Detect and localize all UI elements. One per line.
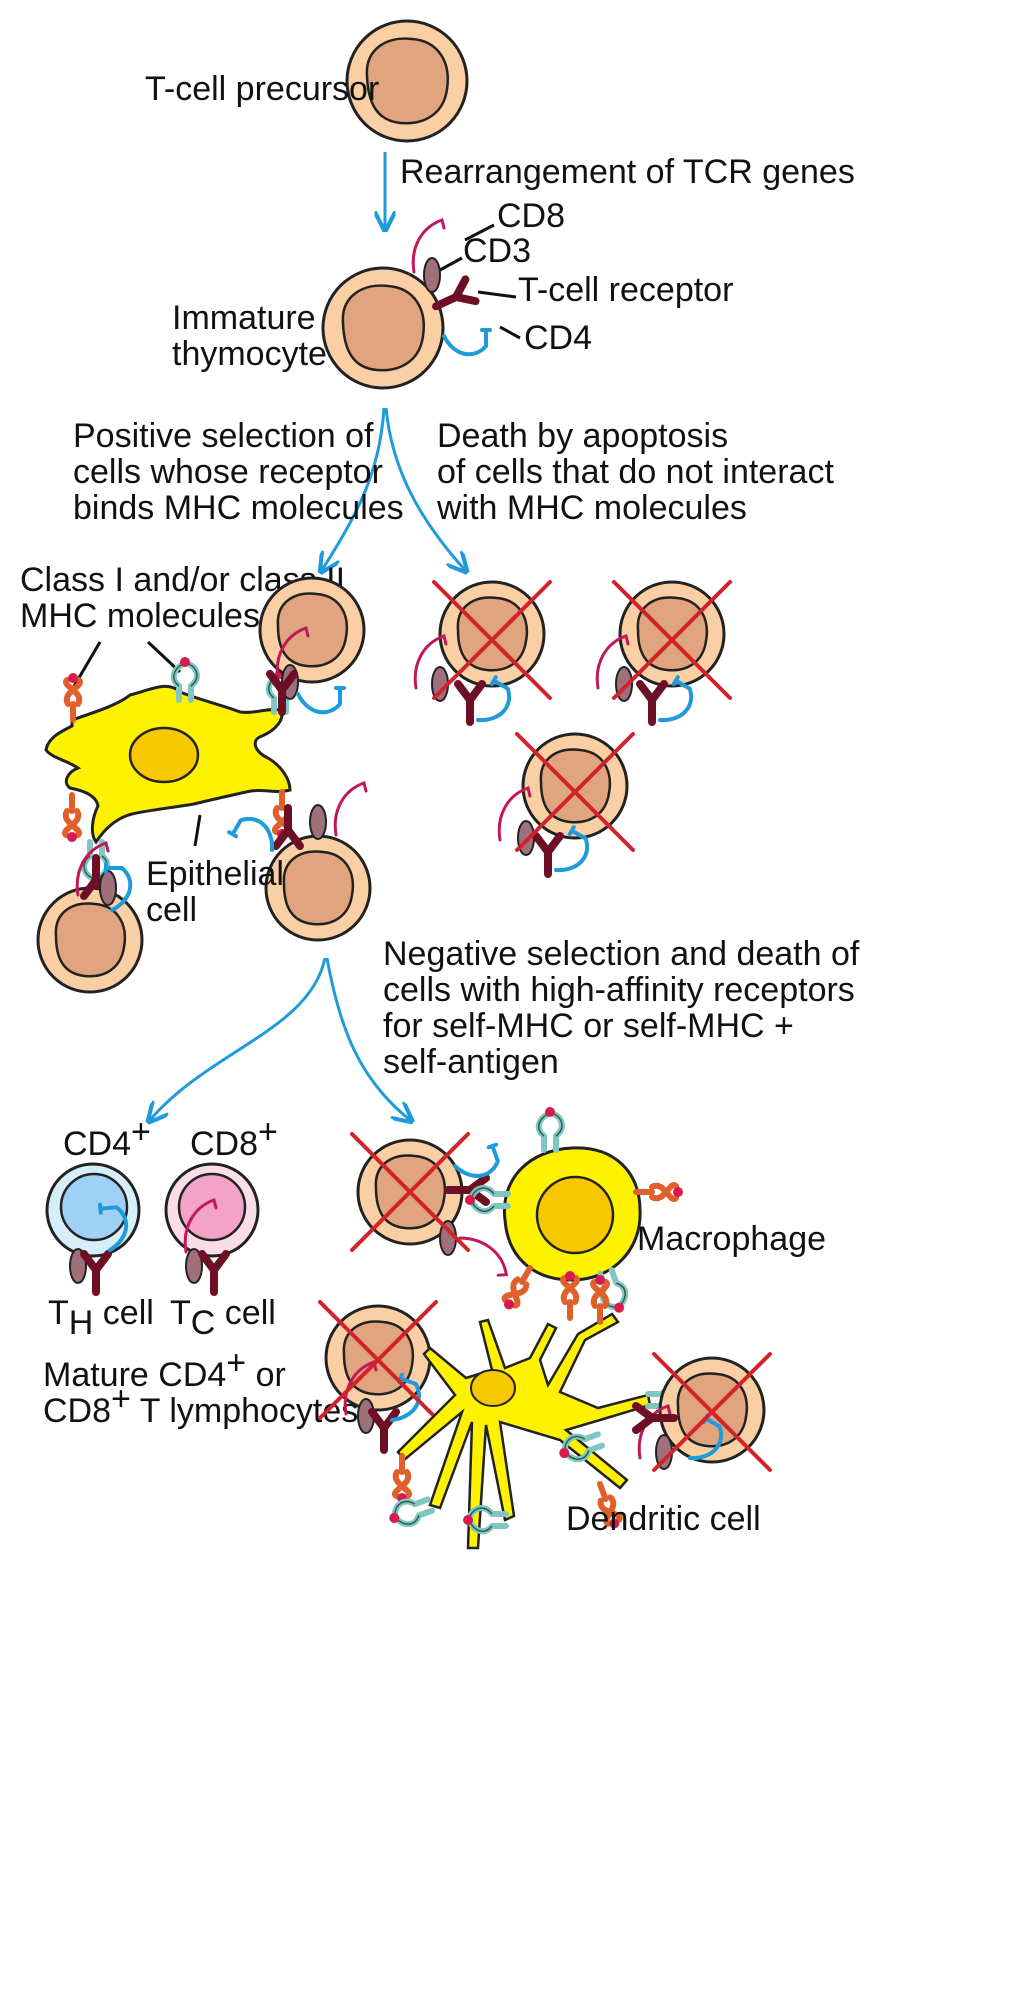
precursor-label: T-cell precursor: [145, 70, 379, 108]
cd8-label: CD8: [497, 197, 565, 235]
negative-label-line2: cells with high-affinity receptors: [383, 971, 855, 1009]
cd3-pointer: [439, 256, 463, 272]
cd4-molecule-icon: [296, 686, 346, 715]
mhc-molecule-icon: [395, 1456, 409, 1503]
mhc-label-line2: MHC molecules: [20, 597, 260, 635]
cd4-pointer: [499, 325, 521, 340]
t-cell-receptor-icon: [372, 1412, 396, 1450]
cd8-pointer: [464, 223, 495, 242]
negative-selection-arrow: [325, 957, 410, 1120]
epithelial-nucleus: [128, 726, 200, 784]
apoptotic-thymocyte-2: [595, 580, 732, 732]
mature-label-line1: Mature CD4+ or: [43, 1344, 286, 1394]
mhc-molecule-icon: [66, 673, 80, 720]
macrophage-label: Macrophage: [637, 1220, 826, 1258]
epithelial-pointer: [193, 814, 202, 847]
cd3-molecule-icon: [309, 804, 327, 840]
cd3-label: CD3: [463, 232, 531, 270]
rearrangement-label: Rearrangement of TCR genes: [400, 153, 855, 191]
cd4-label: CD4: [524, 319, 592, 357]
t-cell-receptor-icon: [84, 1254, 108, 1292]
dendritic-label: Dendritic cell: [566, 1500, 761, 1538]
thymocyte-cell-icon: [258, 576, 366, 684]
tc-cell: [164, 1162, 260, 1292]
th-label: TH cell: [48, 1294, 154, 1342]
cd4-plus-label: CD4+: [63, 1113, 151, 1163]
thymocyte-cell-icon: [521, 732, 629, 840]
tc-cell-nucleus: [177, 1172, 247, 1242]
bound-thymocyte-top: [258, 576, 366, 715]
mature-label-line2: CD8+ T lymphocytes: [43, 1380, 358, 1430]
cd8-plus-label: CD8+: [190, 1113, 278, 1163]
cd4-molecule-icon: [442, 328, 492, 357]
positive-label-line2: cells whose receptor: [73, 453, 383, 491]
mhc-molecule-icon: [539, 1107, 562, 1150]
negative-label-line4: self-antigen: [383, 1043, 559, 1081]
apoptotic-thymocyte-3: [497, 732, 635, 882]
t-cell-receptor-icon: [202, 1254, 226, 1292]
negative-label-line1: Negative selection and death of: [383, 935, 860, 973]
dendritic-thymocyte-right: [636, 1352, 772, 1472]
tcr-label: T-cell receptor: [518, 271, 733, 309]
bound-thymocyte-bottom-left: [36, 841, 144, 994]
epithelial-cell: [44, 657, 292, 885]
cd8-molecule-icon: [333, 781, 368, 837]
dendritic-nucleus: [470, 1369, 516, 1407]
tc-label: TC cell: [170, 1294, 276, 1342]
negative-label-line3: for self-MHC or self-MHC +: [383, 1007, 794, 1045]
th-cell-nucleus: [59, 1172, 129, 1242]
positive-label-line3: binds MHC molecules: [73, 489, 404, 527]
mhc-molecule-icon: [65, 795, 79, 842]
mhc-molecule-icon: [636, 1185, 683, 1199]
mhc-molecule-icon: [386, 1494, 434, 1530]
macrophage-thymocyte: [350, 1132, 513, 1279]
macrophage-nucleus: [535, 1175, 615, 1255]
positive-selection-arrow: [322, 407, 386, 570]
cd3-molecule-icon: [99, 870, 117, 906]
t-cell-receptor-icon: [458, 684, 482, 722]
t-cell-receptor-icon: [640, 684, 664, 722]
mhc-molecule-icon: [563, 1271, 577, 1318]
positive-label-line1: Positive selection of: [73, 417, 374, 455]
apoptosis-arrow: [384, 407, 465, 570]
death-label-line2: of cells that do not interact: [437, 453, 834, 491]
death-label-line1: Death by apoptosis: [437, 417, 728, 455]
tcr-pointer: [477, 290, 517, 299]
apoptotic-thymocyte-1: [413, 580, 552, 732]
cd3-molecule-icon: [423, 257, 441, 293]
maturation-arrow: [150, 957, 327, 1120]
thymocyte-cell-icon: [618, 580, 726, 688]
dendritic-cell: [386, 1271, 691, 1550]
immature-label-line2: thymocyte: [172, 335, 327, 373]
macrophage: [465, 1107, 683, 1316]
thymocyte-cell-icon: [438, 580, 546, 688]
th-cell: [45, 1162, 141, 1292]
epithelial-label-line1: Epithelial: [146, 855, 284, 893]
thymocyte-cell-icon: [36, 886, 144, 994]
immature-label-line1: Immature: [172, 299, 316, 337]
death-label-line3: with MHC molecules: [436, 489, 747, 527]
epithelial-label-line2: cell: [146, 891, 197, 929]
